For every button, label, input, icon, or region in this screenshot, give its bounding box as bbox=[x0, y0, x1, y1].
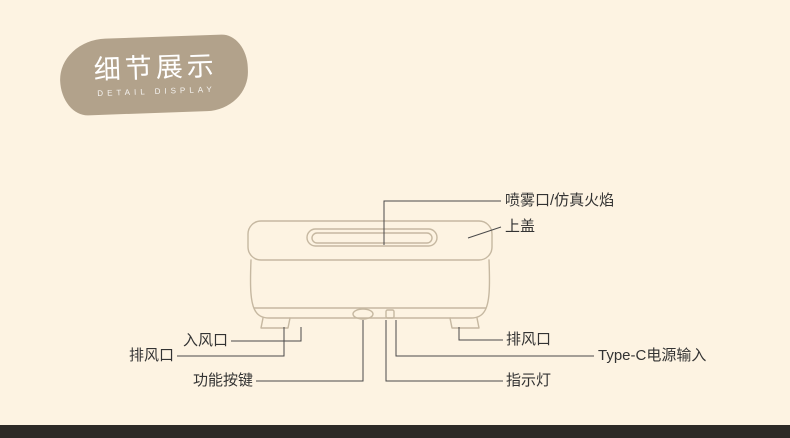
callout-spray-port bbox=[383, 200, 501, 245]
callout-indicator bbox=[385, 320, 503, 382]
callout-top-cover bbox=[467, 226, 502, 239]
device-body bbox=[249, 259, 491, 319]
device-foot-left bbox=[260, 317, 291, 329]
label-function-button: 功能按键 bbox=[192, 372, 253, 389]
label-air-inlet: 入风口 bbox=[182, 332, 228, 349]
footer-band bbox=[0, 425, 790, 438]
label-top-cover: 上盖 bbox=[505, 218, 536, 235]
callout-function-button bbox=[256, 320, 364, 382]
mist-slot-inner bbox=[311, 232, 433, 244]
indicator-light-shape bbox=[385, 309, 395, 319]
device-foot-right bbox=[449, 317, 480, 329]
callout-typec bbox=[395, 320, 594, 357]
callout-lines bbox=[177, 200, 594, 382]
label-spray-port: 喷雾口/仿真火焰 bbox=[505, 192, 615, 209]
function-button-shape bbox=[352, 308, 374, 320]
callout-exhaust-right bbox=[458, 327, 503, 341]
label-exhaust-right: 排风口 bbox=[506, 331, 552, 348]
mist-slot-outer bbox=[306, 228, 438, 247]
label-indicator-light: 指示灯 bbox=[506, 372, 552, 389]
label-exhaust-left: 排风口 bbox=[128, 347, 174, 364]
device-lid bbox=[247, 220, 493, 261]
device-outline bbox=[247, 220, 493, 329]
callout-air-inlet bbox=[231, 327, 302, 342]
callout-exhaust-left bbox=[177, 327, 285, 357]
label-typec-power: Type-C电源输入 bbox=[598, 347, 707, 364]
